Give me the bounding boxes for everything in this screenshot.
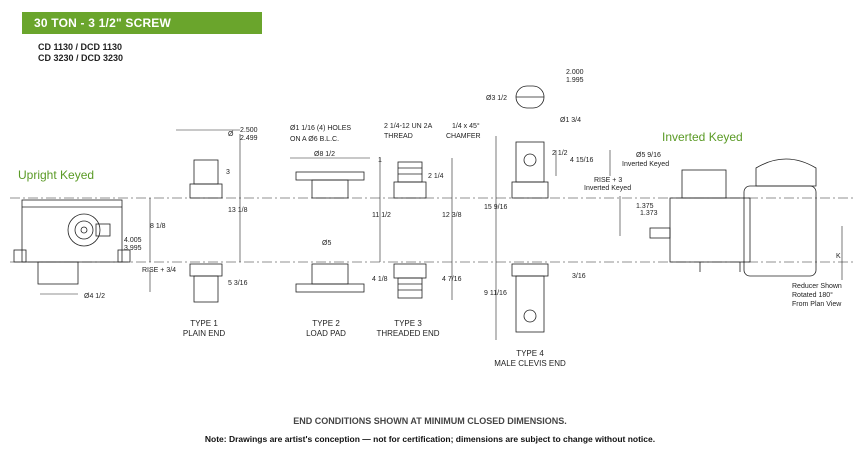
dim-text: 2.000	[566, 69, 584, 76]
dim-text: 4.005	[124, 237, 142, 244]
dim-text: 1.375	[636, 203, 654, 210]
dim-text: 5 3/16	[228, 280, 248, 287]
dim-text: Ø	[228, 131, 234, 138]
dim-text: 2 1/2	[552, 150, 568, 157]
dim-text: CHAMFER	[446, 133, 481, 140]
dim-text: 15 9/16	[484, 204, 507, 211]
upright-keyed-label: Upright Keyed	[18, 168, 95, 182]
model-list: CD 1130 / DCD 1130 CD 3230 / DCD 3230	[38, 42, 123, 64]
dimension-lines	[40, 129, 843, 340]
dim-text: Ø8 1/2	[314, 151, 335, 158]
dim-text: 3/16	[572, 273, 586, 280]
reducer-note-line: Rotated 180°	[792, 291, 833, 299]
upright-jack-drawing	[13, 199, 131, 285]
dim-text: Ø1 1/16 (4) HOLES	[290, 125, 351, 132]
dim-text: 2 1/4	[428, 173, 444, 180]
inverted-keyed-label: Inverted Keyed	[662, 130, 743, 144]
type1-drawing	[189, 159, 223, 303]
model-line: CD 3230 / DCD 3230	[38, 53, 124, 63]
dim-text: 3	[226, 169, 230, 176]
type3-drawing	[393, 161, 427, 299]
dim-text: 3.995	[124, 245, 142, 252]
reducer-note-line: From Plan View	[792, 301, 842, 308]
dim-text: Ø5 9/16	[636, 152, 661, 159]
type1-name: PLAIN END	[183, 329, 225, 338]
type4-drawing	[511, 85, 549, 333]
type2-number: TYPE 2	[312, 319, 340, 328]
dim-text: 8 1/8	[150, 223, 166, 230]
dim-text: ON A Ø6 B.L.C.	[290, 136, 339, 143]
type3-name: THREADED END	[376, 329, 439, 338]
type1-number: TYPE 1	[190, 319, 218, 328]
dim-text: RISE + 3	[594, 177, 622, 184]
type4-number: TYPE 4	[516, 349, 544, 358]
dim-text: Inverted Keyed	[622, 161, 669, 168]
dim-text: Ø4 1/2	[84, 293, 105, 300]
dim-text: THREAD	[384, 133, 413, 140]
type4-name: MALE CLEVIS END	[494, 359, 566, 368]
dim-text: 1.995	[566, 77, 584, 84]
dim-text: Ø1 3/4	[560, 117, 581, 124]
dim-text: 11 1/2	[372, 212, 391, 219]
dim-text: 1	[378, 157, 382, 164]
dim-text: 13 1/8	[228, 207, 248, 214]
dim-text: Ø5	[322, 240, 331, 247]
dim-text: K	[836, 253, 841, 260]
dim-text: RISE + 3/4	[142, 267, 176, 274]
dim-text: 1/4 x 45°	[452, 122, 480, 130]
title-banner: 30 TON - 3 1/2" SCREW	[22, 12, 262, 34]
type3-number: TYPE 3	[394, 319, 422, 328]
type2-drawing	[295, 171, 365, 293]
dim-text: 4 15/16	[570, 157, 593, 164]
dim-text: 2 1/4-12 UN 2A	[384, 123, 433, 130]
end-conditions-note: END CONDITIONS SHOWN AT MINIMUM CLOSED D…	[293, 416, 567, 426]
dim-text: 2.500	[240, 127, 258, 134]
page-title: 30 TON - 3 1/2" SCREW	[34, 16, 172, 30]
reducer-note-line: Reducer Shown	[792, 283, 842, 290]
dim-text: 1.373	[640, 210, 658, 217]
dim-text: 4 1/8	[372, 276, 388, 283]
model-line: CD 1130 / DCD 1130	[38, 42, 123, 52]
dim-text: 2.499	[240, 135, 258, 142]
dim-text: Ø3 1/2	[486, 95, 507, 102]
dim-text: Inverted Keyed	[584, 185, 631, 192]
disclaimer-note: Note: Drawings are artist's conception —…	[204, 434, 656, 444]
inverted-jack-drawing	[649, 158, 817, 277]
dim-text: 4 7/16	[442, 276, 462, 283]
type2-name: LOAD PAD	[306, 329, 346, 338]
dim-text: 12 3/8	[442, 212, 462, 219]
dim-text: 9 11/16	[484, 290, 507, 297]
